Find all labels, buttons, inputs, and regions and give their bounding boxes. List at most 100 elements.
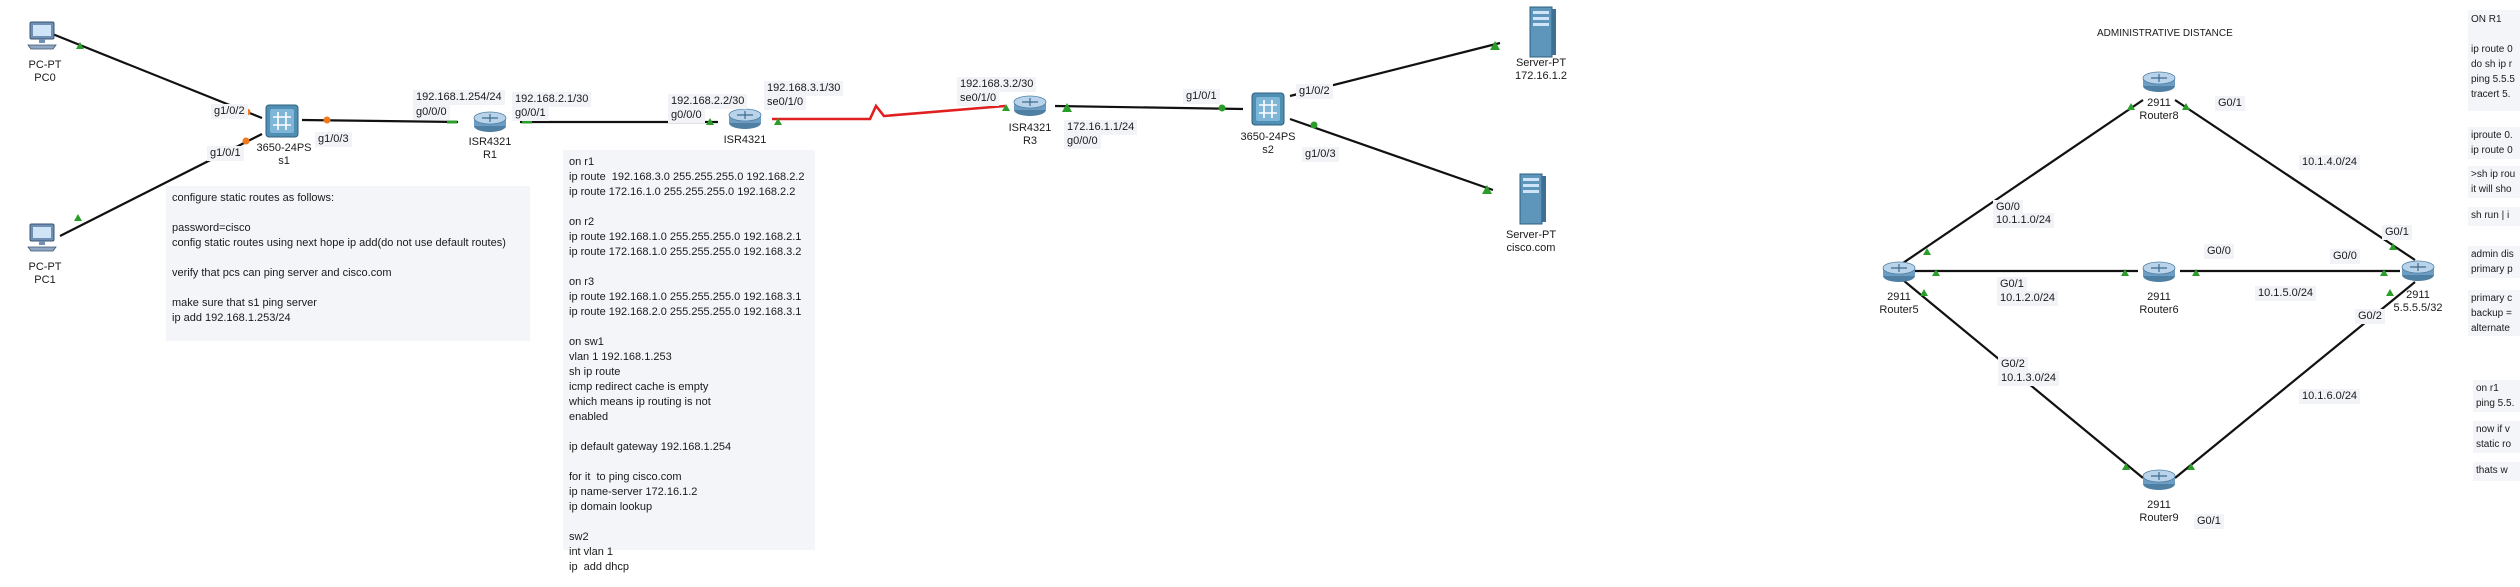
server-icon[interactable] — [1529, 6, 1557, 58]
note-line: it will sho — [2471, 184, 2512, 195]
port-up-indicator — [2187, 463, 2195, 470]
port-up-indicator — [2121, 269, 2129, 276]
note-line: sh ip route — [569, 366, 621, 378]
note-line — [569, 515, 809, 530]
device-name-label: Router5 — [1879, 304, 1919, 316]
note-line: ip route 192.168.1.0 255.255.255.0 192.1… — [569, 291, 802, 303]
device-type-label: PC-PT — [28, 59, 62, 71]
note-line: on r1 — [569, 156, 595, 168]
primary-backup-note[interactable]: primary c backup = alternate — [2468, 290, 2520, 336]
note-line: verify that pcs can ping server and cisc… — [172, 267, 392, 279]
note-line: enabled — [569, 411, 609, 423]
note-line: static ro — [2476, 439, 2512, 450]
interface-label: G0/2 — [1998, 357, 2028, 372]
device-name-label: s2 — [1262, 144, 1274, 156]
note-line: do sh ip r — [2471, 59, 2513, 70]
port-label: g1/0/2 — [211, 104, 248, 119]
device-type-label: 2911 — [2147, 97, 2171, 109]
interface-label: G0/1 — [2382, 225, 2412, 240]
multilayer-switch-icon[interactable] — [265, 104, 299, 138]
router-icon[interactable] — [473, 111, 507, 133]
ping-note[interactable]: on r1 ping 5.5. — [2473, 380, 2520, 412]
note-line — [172, 251, 524, 266]
summary-note[interactable]: thats w — [2473, 462, 2520, 481]
device-name-label: 5.5.5.5/32 — [2393, 302, 2443, 314]
show-route-note[interactable]: >sh ip rou it will sho — [2468, 166, 2520, 198]
note-line: backup = — [2471, 308, 2512, 319]
device-type-label: ISR4321 — [723, 134, 767, 146]
device-type-label: 2911 — [1887, 291, 1911, 303]
note-line: vlan 1 192.168.1.253 — [569, 351, 672, 363]
note-line: admin dis — [2471, 249, 2514, 260]
link-r2-r3-serial — [772, 103, 1006, 121]
note-line: primary p — [2471, 264, 2513, 275]
config-note[interactable]: on r1 ip route 192.168.3.0 255.255.255.0… — [563, 150, 815, 573]
ip-address-label: 192.168.3.1/30 — [764, 81, 844, 96]
note-line: int vlan 1 — [569, 546, 614, 558]
note-line: which means ip routing is not — [569, 396, 711, 408]
interface-label: G0/1 — [2194, 514, 2224, 529]
network-label: 10.1.5.0/24 — [2255, 286, 2317, 301]
note-line: ip route 192.168.2.0 255.255.255.0 192.1… — [569, 306, 802, 318]
router-icon[interactable] — [1013, 95, 1047, 117]
port-up-indicator — [1920, 289, 1928, 296]
note-line: ping 5.5.5 — [2471, 74, 2515, 85]
note-line: sh run | i — [2471, 210, 2510, 221]
pc-icon[interactable] — [27, 21, 57, 50]
port-up-indicator — [2122, 463, 2130, 470]
device-type-label: 2911 — [2147, 291, 2171, 303]
note-line: ip route 0 — [2471, 44, 2513, 55]
note-line: ip route 0 — [2471, 145, 2513, 156]
router-icon[interactable] — [728, 108, 762, 130]
note-line: password=cisco — [172, 222, 251, 234]
device-type-label: 3650-24PS — [256, 142, 312, 154]
port-up-indicator — [1218, 104, 1226, 112]
note-line: on r2 — [569, 216, 595, 228]
port-up-indicator — [2386, 289, 2394, 296]
port-label: g1/0/1 — [1183, 89, 1220, 104]
static-route-note[interactable]: now if v static ro — [2473, 421, 2520, 453]
pc-icon[interactable] — [27, 223, 57, 252]
router-icon[interactable] — [2401, 260, 2435, 282]
multilayer-switch-icon[interactable] — [1251, 92, 1285, 126]
note-line — [172, 281, 524, 296]
show-run-note[interactable]: sh run | i — [2468, 207, 2520, 226]
link-r3-s2 — [1054, 104, 1244, 111]
device-name-label: cisco.com — [1506, 242, 1556, 254]
ip-address-label: 192.168.3.2/30 — [957, 77, 1037, 92]
device-name-label: R3 — [1022, 135, 1038, 147]
r1-commands-note[interactable]: ON R1 ip route 0 do sh ip r ping 5.5.5 t… — [2468, 10, 2520, 111]
server-icon[interactable] — [1519, 173, 1547, 225]
link-pc0-s1 — [49, 31, 263, 120]
interface-label: g0/0/1 — [512, 106, 549, 121]
interface-label: G0/0 — [1993, 200, 2023, 215]
router-icon[interactable] — [2142, 71, 2176, 93]
note-line — [569, 200, 809, 215]
note-line: now if v — [2476, 424, 2510, 435]
note-line: configure static routes as follows: — [172, 192, 335, 204]
router-icon[interactable] — [2142, 469, 2176, 491]
interface-label: G0/1 — [2215, 96, 2245, 111]
default-route-note[interactable]: iproute 0. ip route 0 — [2468, 127, 2520, 159]
port-up-indicator — [2127, 103, 2135, 110]
ip-address-label: 192.168.2.1/30 — [512, 92, 592, 107]
note-line: ip add dhcp — [569, 561, 629, 573]
port-up-indicator — [2182, 103, 2190, 110]
router-icon[interactable] — [1882, 261, 1916, 283]
device-name-label: R1 — [482, 149, 498, 161]
router-icon[interactable] — [2142, 261, 2176, 283]
note-line: make sure that s1 ping server — [172, 297, 317, 309]
device-name-label: s1 — [278, 155, 290, 167]
admin-distance-title: ADMINISTRATIVE DISTANCE — [2097, 28, 2233, 39]
admin-distance-note[interactable]: admin dis primary p — [2468, 246, 2520, 278]
network-label: 10.1.1.0/24 — [1993, 213, 2055, 228]
port-up-indicator — [76, 42, 84, 49]
note-line — [2471, 28, 2517, 43]
device-type-label: Server-PT — [1505, 229, 1557, 241]
note-line: ip route 192.168.1.0 255.255.255.0 192.1… — [569, 231, 802, 243]
task-note[interactable]: configure static routes as follows: pass… — [166, 186, 530, 341]
note-line — [172, 206, 524, 221]
network-label: 10.1.4.0/24 — [2299, 155, 2361, 170]
port-label: g1/0/3 — [315, 132, 352, 147]
note-line: iproute 0. — [2471, 130, 2513, 141]
